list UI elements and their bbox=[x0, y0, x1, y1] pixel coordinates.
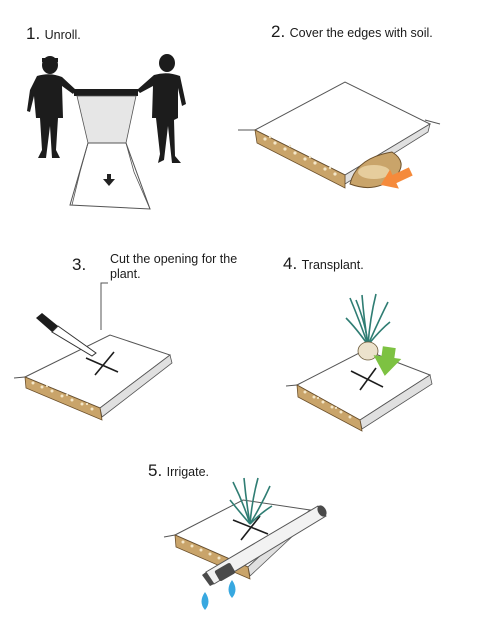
root-ball bbox=[357, 341, 379, 361]
step-3-number-wrap: 3. bbox=[72, 255, 86, 275]
soil-edge bbox=[24, 376, 103, 421]
step-1-label: 1. Unroll. bbox=[26, 24, 81, 44]
step-2-label: 2. Cover the edges with soil. bbox=[271, 22, 433, 42]
down-arrow-icon bbox=[103, 174, 115, 186]
drip-pipe bbox=[202, 505, 327, 586]
soil-texture bbox=[263, 135, 337, 176]
fabric-roll bbox=[74, 89, 138, 96]
cut-mark-x bbox=[85, 351, 119, 376]
step-3-caption-wrap: Cut the opening for the plant. bbox=[110, 252, 237, 282]
step-5-caption: Irrigate. bbox=[166, 465, 210, 479]
person-right-silhouette bbox=[137, 54, 186, 163]
plant-icon bbox=[229, 477, 273, 525]
step-5-label: 5. Irrigate. bbox=[148, 461, 209, 481]
step-5-number: 5. bbox=[148, 461, 163, 480]
soil-edge bbox=[254, 129, 346, 189]
callout-line bbox=[100, 282, 108, 330]
orange-arrow-icon bbox=[380, 167, 413, 189]
step-4-caption: Transplant. bbox=[301, 258, 364, 272]
cut-mark-x bbox=[350, 367, 384, 391]
step-2-number: 2. bbox=[271, 22, 286, 41]
step-4-number: 4. bbox=[283, 254, 298, 273]
soil-edge bbox=[296, 384, 363, 432]
step-1-number: 1. bbox=[26, 24, 41, 43]
step-1-caption: Unroll. bbox=[44, 28, 81, 42]
step-3-caption-line1: Cut the opening for the bbox=[110, 252, 238, 266]
step-4-label: 4. Transplant. bbox=[283, 254, 364, 274]
green-arrow-icon bbox=[373, 346, 402, 376]
knife-icon bbox=[36, 313, 97, 357]
step-3-caption-line2: plant. bbox=[110, 267, 141, 281]
person-left-silhouette bbox=[27, 56, 76, 158]
water-drop-icon bbox=[201, 580, 236, 610]
step-2-caption: Cover the edges with soil. bbox=[289, 26, 433, 40]
step-3-number: 3. bbox=[72, 255, 87, 274]
cut-mark-x bbox=[232, 515, 269, 541]
